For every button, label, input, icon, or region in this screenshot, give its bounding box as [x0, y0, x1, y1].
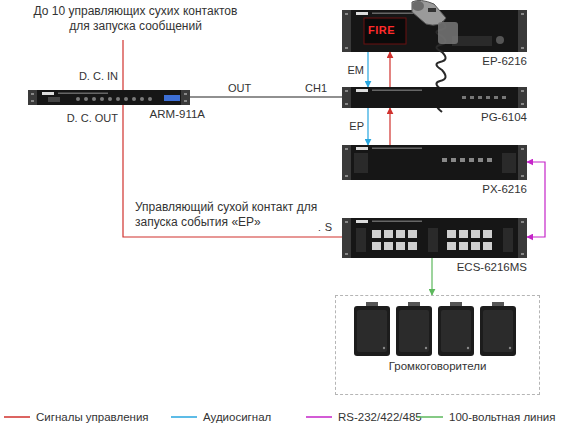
legend-item: RS-232/422/485	[306, 410, 422, 424]
legend-text: RS-232/422/485	[338, 410, 422, 424]
legend-item: Аудиосигнал	[171, 410, 271, 424]
rack-device: PG-6104	[342, 87, 527, 108]
legend-line-sample	[417, 414, 443, 420]
device-illustration	[342, 218, 527, 258]
port-label: D. C. OUT	[67, 112, 118, 125]
device-name: ARM-911A	[150, 108, 205, 121]
legend-item: 100-вольтная линия	[417, 410, 556, 424]
port-label: EM	[348, 64, 365, 77]
device-name: PX-6216	[482, 183, 527, 196]
device-illustration	[28, 90, 190, 105]
legend-line-sample	[4, 414, 30, 420]
rack-device: ARM-911A	[28, 90, 190, 105]
device-illustration	[342, 87, 527, 108]
legend-line-sample	[171, 414, 197, 420]
signal-connector	[367, 108, 368, 145]
speaker-group: Громкоговорители	[335, 295, 540, 395]
signal-connector	[527, 162, 545, 237]
connector-label: Управляющий сухой контакт для запуска со…	[135, 200, 325, 230]
legend-text: 100-вольтная линия	[449, 410, 556, 424]
device-name: EP-6216	[482, 55, 527, 68]
signal-connector	[389, 52, 390, 87]
signal-connector	[431, 258, 432, 295]
signal-connector	[389, 108, 390, 145]
display-text: FIRE	[368, 24, 395, 37]
device-name: Громкоговорители	[336, 360, 539, 373]
rack-device: ECS-6216MS	[342, 218, 527, 258]
legend-text: Аудиосигнал	[203, 410, 271, 424]
device-name: PG-6104	[481, 111, 527, 124]
port-label: CH1	[305, 82, 327, 95]
dc-in-wire	[122, 40, 123, 90]
port-label: OUT	[228, 82, 251, 95]
signal-connector	[190, 96, 342, 97]
signal-connector	[123, 105, 342, 237]
rack-device: PX-6216	[342, 145, 527, 180]
port-label: D. C. IN	[79, 70, 118, 83]
note-text: До 10 управляющих сухих контактов для за…	[28, 4, 243, 34]
device-illustration	[342, 145, 527, 180]
legend-line-sample	[306, 414, 332, 420]
port-label: EP	[349, 120, 364, 133]
speakers-illustration	[336, 296, 531, 396]
device-name: ECS-6216MS	[457, 261, 527, 274]
legend-item: Сигналы управления	[4, 410, 149, 424]
signal-connector	[367, 52, 368, 87]
legend-text: Сигналы управления	[36, 410, 149, 424]
